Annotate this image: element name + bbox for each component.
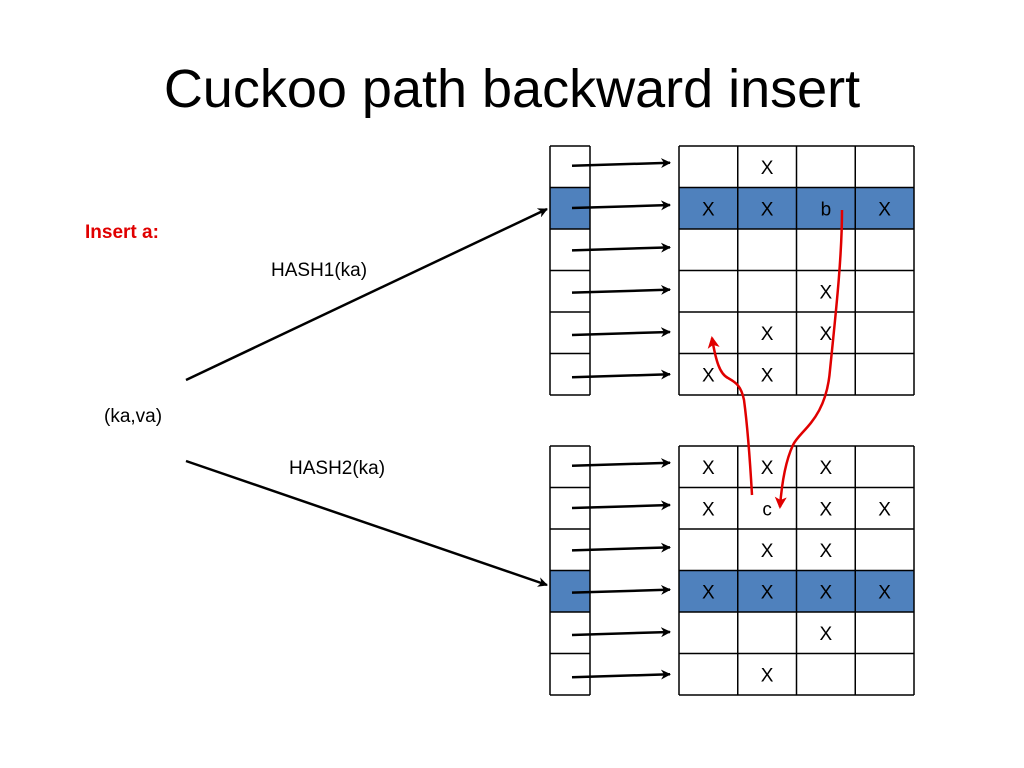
bucket-pointer-arrow — [571, 242, 671, 253]
slide-title: Cuckoo path backward insert — [163, 59, 861, 119]
hash2-label: HASH2(ka) — [289, 458, 386, 479]
bucket-pointer-arrow — [571, 542, 671, 553]
bucket-slot-2-2: X — [820, 541, 833, 562]
bucket-pointer-arrow — [571, 284, 671, 295]
hash1-arrow — [185, 207, 548, 382]
bucket-pointer-arrow — [571, 458, 671, 469]
bucket-slot-2-1: X — [761, 541, 774, 562]
bucket-slot-3-1: X — [761, 582, 774, 603]
bucket-slot-3-0: X — [702, 582, 715, 603]
bucket-slot-3-2: X — [820, 582, 833, 603]
bucket-slot-4-2: X — [820, 624, 833, 645]
hash2-arrow — [185, 459, 548, 587]
bucket-slot-3-3: X — [878, 582, 891, 603]
bucket-slot-0-1: X — [761, 458, 774, 479]
bucket-slot-4-2: X — [820, 324, 833, 345]
bucket-slot-3-2: X — [820, 282, 833, 303]
bucket-pointer-arrow — [571, 500, 671, 511]
bucket-slot-1-0: X — [702, 499, 715, 520]
bucket-pointer-arrow — [571, 584, 671, 595]
path-arrow-c-to-table1 — [707, 336, 754, 496]
bucket-slot-1-0: X — [702, 199, 715, 220]
bucket-slot-1-3: X — [878, 199, 891, 220]
bucket-pointer-arrow — [571, 669, 671, 680]
bucket-pointer-arrow — [571, 627, 671, 638]
bucket-pointer-arrow — [571, 200, 671, 211]
bucket-slot-5-1: X — [761, 665, 774, 686]
insert-label: Insert a: — [85, 222, 159, 243]
path-arrow-b-to-c — [774, 209, 844, 509]
bucket-slot-0-0: X — [702, 458, 715, 479]
bucket-slot-1-3: X — [878, 499, 891, 520]
bucket-slot-1-2: X — [820, 499, 833, 520]
bucket-slot-1-1: X — [761, 199, 774, 220]
bucket-slot-1-1: c — [762, 499, 772, 520]
bucket-pointer-arrow — [571, 327, 671, 338]
bucket-slot-1-2: b — [821, 199, 832, 220]
bucket-slot-4-1: X — [761, 324, 774, 345]
bucket-slot-0-2: X — [820, 458, 833, 479]
bucket-pointer-arrow — [571, 369, 671, 380]
bucket-pointer-arrow — [571, 158, 671, 169]
key-value-label: (ka,va) — [104, 406, 163, 427]
bucket-slot-5-0: X — [702, 365, 715, 386]
hash1-label: HASH1(ka) — [271, 260, 368, 281]
bucket-slot-0-1: X — [761, 158, 774, 179]
bucket-slot-5-1: X — [761, 365, 774, 386]
